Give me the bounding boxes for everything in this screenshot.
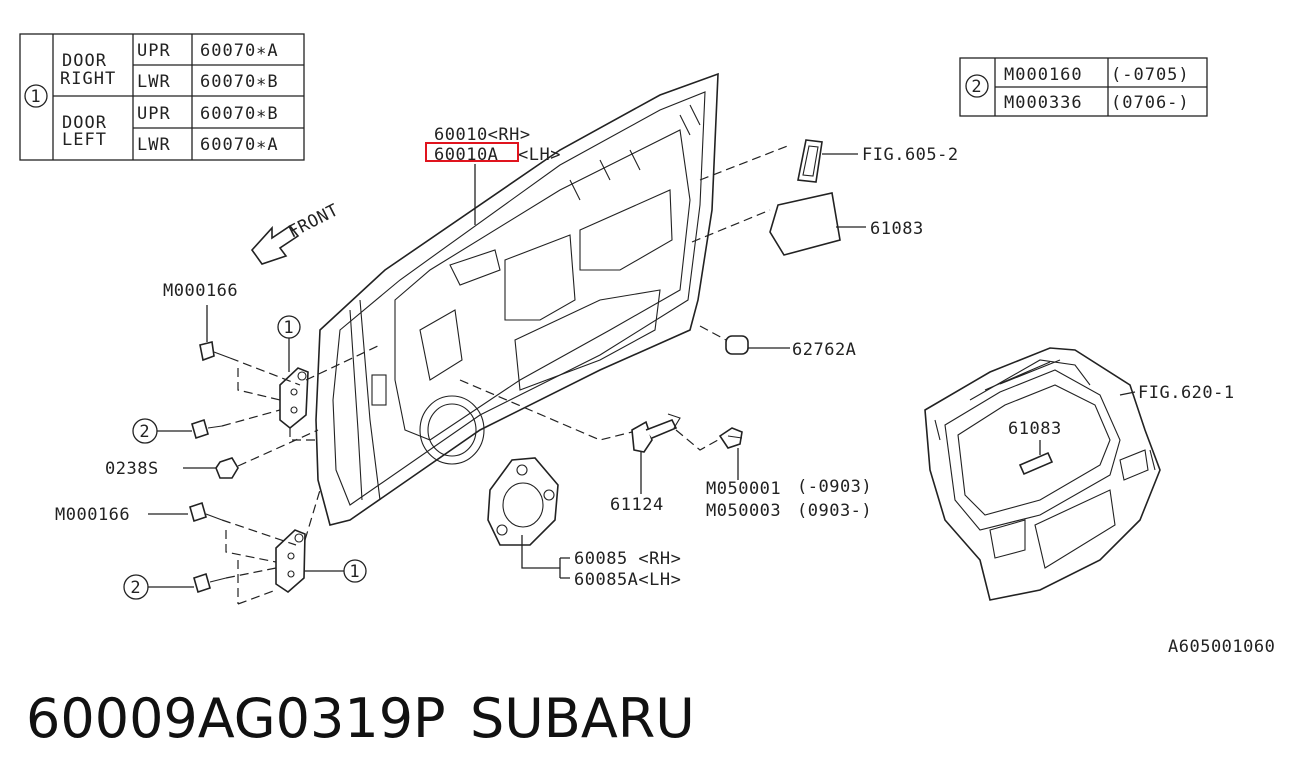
bolt-m050003-label: M050003 (706, 501, 781, 521)
nut-0238s-label: 0238S (105, 459, 159, 479)
bolt-upper-label: M000166 (163, 281, 238, 301)
table1-group-right-l1: DOOR (62, 51, 107, 71)
hinge-ref-upper: 1 (283, 318, 294, 338)
door-rh-label: 60010<RH> (434, 125, 531, 145)
figure-code: A605001060 (1168, 637, 1275, 657)
hinge-variant-table: 1 DOOR RIGHT DOOR LEFT UPR LWR UPR LWR 6… (19, 33, 305, 161)
fig620-label: FIG.620-1 (1138, 383, 1235, 403)
table1-part-2: 60070∗B (200, 104, 279, 124)
checker-61124-label: 61124 (610, 495, 664, 515)
door-checker: 61124 M050001 (-0903) M050003 (0903-) (459, 379, 872, 521)
table1-ref: 1 (30, 87, 41, 107)
lower-hinge-assembly: 1 M000166 2 (55, 489, 367, 605)
gasket-lh-label: 60085A<LH> (574, 570, 681, 590)
bolt-m050001-label: M050001 (706, 479, 781, 499)
plug: 62762A (699, 325, 856, 360)
bolt-m050001-range: (-0903) (797, 477, 872, 497)
fig605-label: FIG.605-2 (862, 145, 959, 165)
access-cover: FIG.605-2 (699, 139, 959, 183)
table1-pos-1: LWR (137, 72, 171, 92)
ref-circle-2 (965, 74, 989, 98)
sealing-cover: 61083 (691, 192, 924, 256)
table2-part-1: M000336 (1004, 93, 1083, 113)
table1-group-left-l2: LEFT (62, 130, 107, 150)
gasket: 60085 <RH> 60085A<LH> (487, 457, 681, 590)
table1-pos-3: LWR (137, 135, 171, 155)
table1-pos-0: UPR (137, 41, 171, 61)
hinge-ref-lower: 1 (349, 562, 360, 582)
caption-part-number: 60009AG0319P (26, 687, 446, 750)
table1-group-left-l1: DOOR (62, 113, 107, 133)
front-label: FRONT (285, 200, 342, 242)
bolt-ref-b: 2 (130, 578, 141, 598)
plug-62762a-label: 62762A (792, 340, 856, 360)
table2-part-0: M000160 (1004, 65, 1083, 85)
seal-61083-label: 61083 (870, 219, 924, 239)
table1-pos-2: UPR (137, 104, 171, 124)
table1-part-1: 60070∗B (200, 72, 279, 92)
table1-part-3: 60070∗A (200, 135, 279, 155)
gate-seal-61083-label: 61083 (1008, 419, 1062, 439)
caption-brand: SUBARU (470, 687, 695, 750)
bolt-m050003-range: (0903-) (797, 501, 872, 521)
bolt-lower-label: M000166 (55, 505, 130, 525)
front-door (315, 72, 719, 526)
bolt-ref-a: 2 (139, 422, 150, 442)
table1-group-right-l2: RIGHT (60, 69, 116, 89)
ref-circle-1 (24, 84, 48, 108)
rear-gate: 61083 FIG.620-1 (924, 347, 1235, 601)
table2-range-1: (0706-) (1111, 93, 1190, 113)
highlight-box (425, 142, 519, 162)
table2-range-0: (-0705) (1111, 65, 1190, 85)
gasket-rh-label: 60085 <RH> (574, 549, 681, 569)
door-lh-suffix-label: <LH> (518, 145, 561, 165)
table2-ref: 2 (971, 77, 982, 97)
upper-hinge-assembly: 1 M000166 2 0238S (105, 281, 381, 479)
bolt-variant-table: 2 M000160 M000336 (-0705) (0706-) (959, 57, 1208, 117)
table1-part-0: 60070∗A (200, 41, 279, 61)
front-arrow: FRONT (250, 200, 342, 265)
